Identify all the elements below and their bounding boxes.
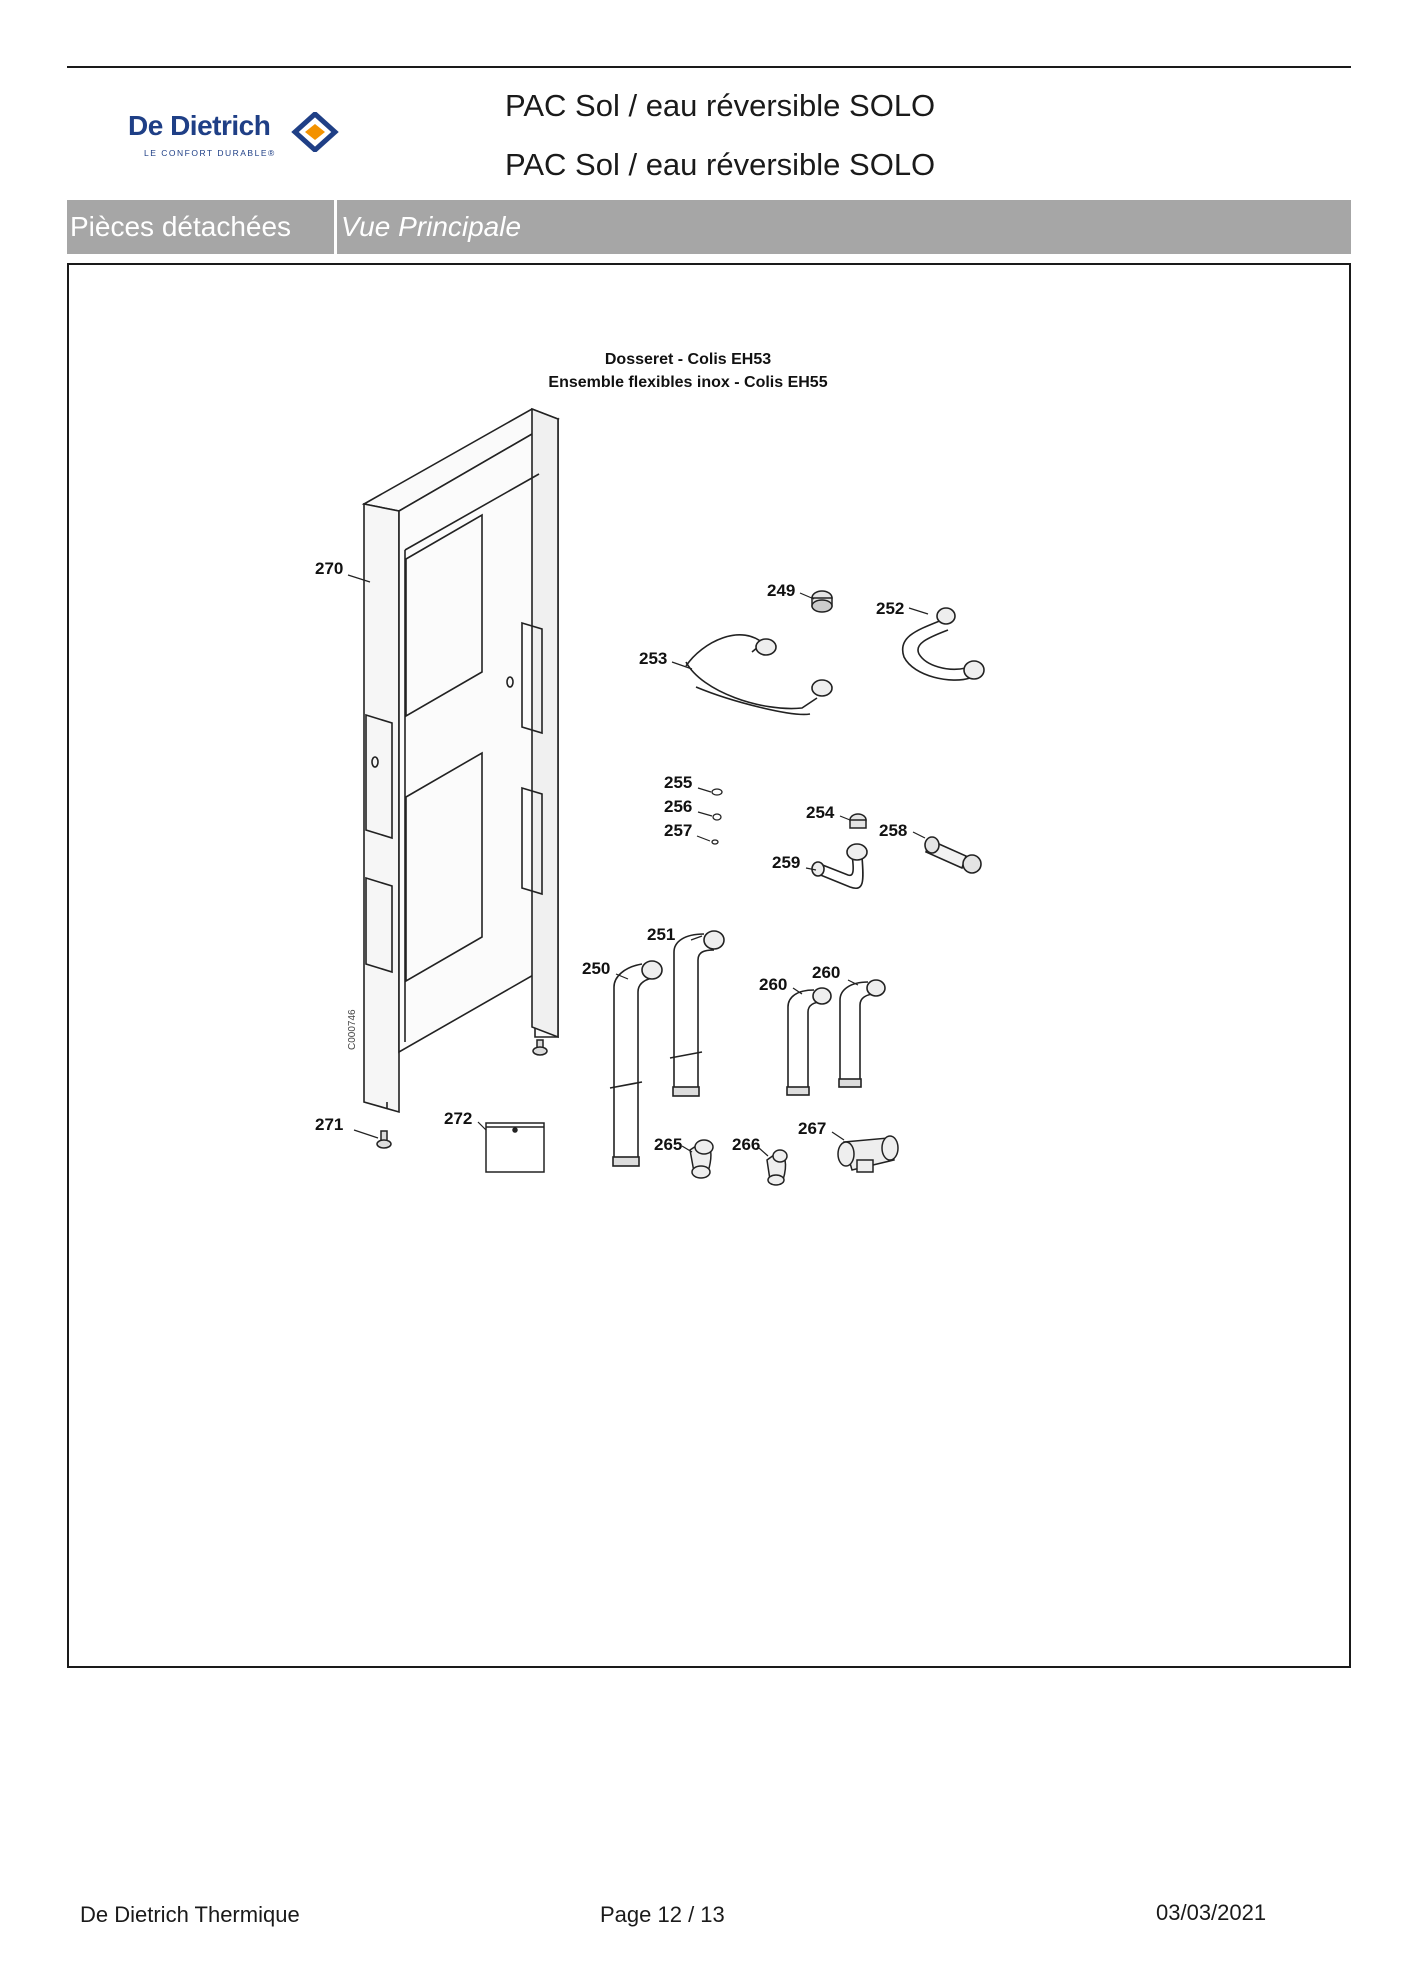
footer-company: De Dietrich Thermique	[80, 1902, 300, 1927]
section-label-view: Vue Principale	[341, 211, 522, 242]
flexibles-260-drawing	[786, 979, 886, 1096]
drawing-reference: C000746	[347, 1009, 358, 1050]
document-title-line1: PAC Sol / eau réversible SOLO	[505, 88, 936, 123]
part-label-258: 258	[879, 821, 907, 840]
filter-267-drawing	[837, 1135, 899, 1173]
footer-page-number: Page 12 / 13	[600, 1902, 725, 1927]
part-label-257: 257	[664, 821, 692, 840]
kit-bag-272-drawing	[485, 1122, 545, 1173]
part-label-253: 253	[639, 649, 667, 668]
footer-date: 03/03/2021	[1156, 1900, 1267, 1925]
diamond-logo-icon	[291, 112, 339, 152]
pipe-252-drawing	[901, 607, 985, 681]
part-label-259: 259	[772, 853, 800, 872]
part-label-252: 252	[876, 599, 904, 618]
part-label-255: 255	[664, 773, 692, 792]
section-bar: Pièces détachées Vue Principale	[67, 200, 1351, 254]
elbows-265-266-drawing	[689, 1139, 788, 1186]
diagram-frame: Dosseret - Colis EH53 Ensemble flexibles…	[67, 263, 1351, 1668]
logo-tagline: LE CONFORT DURABLE®	[144, 148, 276, 158]
part-label-256: 256	[664, 797, 692, 816]
seals-255-257-drawing	[711, 788, 723, 845]
fitting-258-drawing	[924, 836, 982, 874]
part-label-270: 270	[315, 559, 343, 578]
exploded-parts-diagram: Dosseret - Colis EH53 Ensemble flexibles…	[315, 351, 985, 1186]
part-label-265: 265	[654, 1135, 682, 1154]
section-bar-divider	[334, 200, 337, 254]
pipe-253-drawing	[685, 634, 833, 716]
flexible-250-drawing	[609, 960, 663, 1167]
leader-lines	[347, 574, 929, 1157]
logo-brand: De Dietrich	[128, 110, 271, 141]
part-label-266: 266	[732, 1135, 760, 1154]
diagram-title-line1: Dosseret - Colis EH53	[605, 351, 771, 368]
part-label-267: 267	[798, 1119, 826, 1138]
part-label-260-left: 260	[759, 975, 787, 994]
flexible-251-drawing	[669, 930, 725, 1097]
part-label-249: 249	[767, 581, 795, 600]
section-label-spare-parts: Pièces détachées	[70, 211, 292, 242]
nut-254-drawing	[849, 813, 867, 829]
part-label-250: 250	[582, 959, 610, 978]
nut-249-drawing	[811, 590, 833, 613]
part-label-272: 272	[444, 1109, 472, 1128]
part-label-251: 251	[647, 925, 675, 944]
diagram-title-line2: Ensemble flexibles inox - Colis EH55	[548, 374, 827, 391]
pipe-259-drawing	[811, 843, 868, 889]
part-label-260-right: 260	[812, 963, 840, 982]
brand-logo: De Dietrich LE CONFORT DURABLE®	[128, 110, 348, 170]
part-label-271: 271	[315, 1115, 343, 1134]
document-title-line2: PAC Sol / eau réversible SOLO	[505, 147, 936, 182]
part-label-254: 254	[806, 803, 835, 822]
foot-271-drawing	[376, 1039, 548, 1149]
top-rule	[67, 66, 1351, 68]
backplate-270-drawing	[361, 407, 560, 1114]
